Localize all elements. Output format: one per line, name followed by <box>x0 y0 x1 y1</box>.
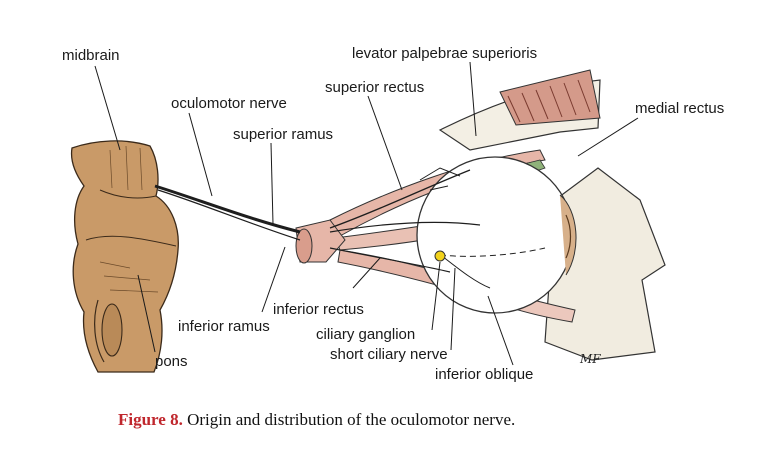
oculomotor-nerve-second <box>157 189 301 241</box>
label-midbrain: midbrain <box>62 47 120 64</box>
stump-face <box>295 228 313 264</box>
label-superior-rectus: superior rectus <box>325 79 425 96</box>
short-ciliary-branch <box>441 255 491 289</box>
medial-branch <box>329 221 481 233</box>
leader-pons <box>137 274 156 353</box>
iris <box>559 194 577 276</box>
leader-inferior-ramus <box>261 246 286 313</box>
eyeball <box>416 156 577 314</box>
figure-number: Figure 8. <box>118 410 183 429</box>
leader-superior-rectus <box>367 95 403 191</box>
nerves <box>154 167 491 289</box>
label-superior-ramus: superior ramus <box>233 126 334 143</box>
label-pons: pons <box>155 353 188 370</box>
levator-hatching <box>507 79 591 123</box>
annulus <box>295 219 346 264</box>
pons-hatching <box>99 261 159 293</box>
label-medial-rectus: medial rectus <box>635 100 725 117</box>
leader-midbrain <box>94 65 121 151</box>
leader-ciliary-ganglion <box>431 261 441 331</box>
pons-oval <box>101 303 123 357</box>
leader-short-ciliary-nerve <box>450 267 456 351</box>
leader-lines <box>94 61 639 366</box>
figure-caption: Figure 8. Origin and distribution of the… <box>118 410 515 430</box>
ciliary-ganglion-marker <box>434 250 446 262</box>
leader-levator <box>469 61 477 137</box>
label-levator-palpebrae-superioris: levator palpebrae superioris <box>352 45 538 62</box>
label-inferior-ramus: inferior ramus <box>178 318 270 335</box>
globe <box>416 156 574 314</box>
leader-inferior-rectus <box>352 257 381 289</box>
pons-contour <box>94 299 105 363</box>
pons-fold <box>85 235 177 247</box>
label-oculomotor-nerve: oculomotor nerve <box>171 95 287 112</box>
caption-text: Origin and distribution of the oculomoto… <box>182 410 516 429</box>
leader-medial-rectus <box>577 117 639 157</box>
midbrain-fold <box>99 189 157 199</box>
midbrain-hatching <box>109 145 143 191</box>
label-ciliary-ganglion: ciliary ganglion <box>316 326 416 343</box>
label-short-ciliary-nerve: short ciliary nerve <box>330 346 448 363</box>
superior-ramus-branch <box>329 169 471 229</box>
muscle-twigs <box>419 167 461 191</box>
brainstem <box>70 140 179 373</box>
artist-signature: MF <box>580 352 601 366</box>
label-inferior-oblique: inferior oblique <box>435 366 534 383</box>
leader-superior-ramus <box>270 142 274 225</box>
pupil-edge <box>565 214 572 259</box>
leader-inferior-oblique <box>487 295 514 366</box>
hidden-nerve-path <box>439 247 546 257</box>
oculomotor-nerve-trunk <box>154 184 301 234</box>
label-inferior-rectus: inferior rectus <box>273 301 364 318</box>
midbrain-shape <box>70 140 179 373</box>
leader-oculomotor-nerve <box>188 112 213 197</box>
